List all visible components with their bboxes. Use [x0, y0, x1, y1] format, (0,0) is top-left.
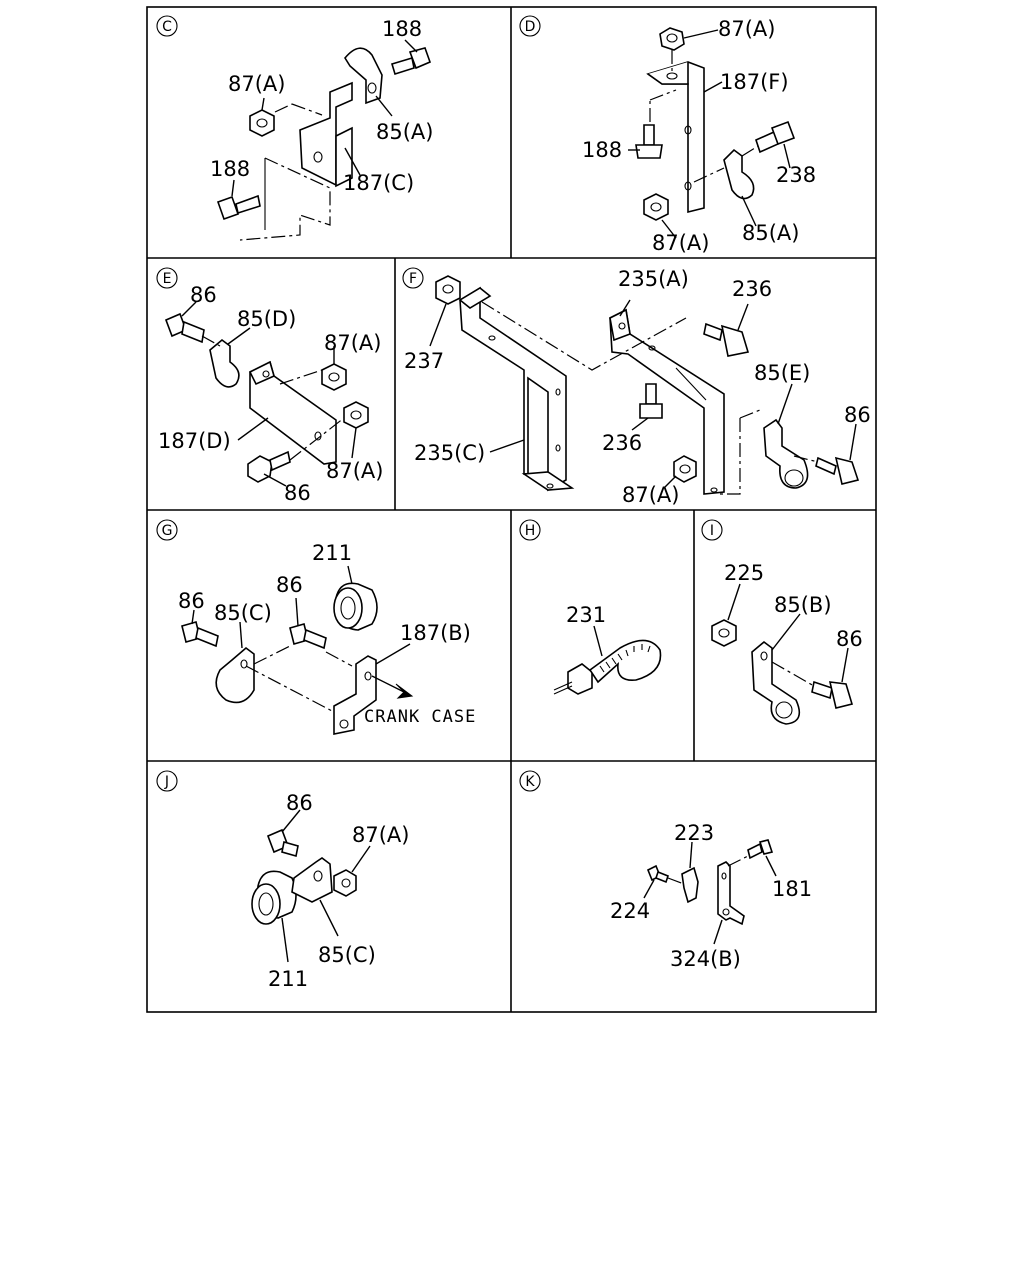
panel-i: I 225 85(B) 86 [701, 519, 863, 725]
panel-g-marker: G [156, 519, 178, 541]
panel-j: J 86 87(A) 85(C) 211 [156, 770, 409, 991]
label-d-85a: 85(A) [742, 221, 799, 245]
panel-f-marker: F [402, 267, 424, 289]
label-j-86: 86 [286, 791, 313, 815]
label-k-324b: 324(B) [670, 947, 741, 971]
panel-i-letter: I [710, 523, 714, 539]
label-e-86-b: 86 [284, 481, 311, 505]
label-g-86: 86 [178, 589, 205, 613]
panel-e: E 86 85(D) 87(A) 187(D) 8 [156, 267, 383, 505]
panel-f: F [402, 267, 871, 507]
panel-g-letter: G [162, 523, 173, 539]
panel-k: K 223 181 224 324(B) [519, 770, 812, 971]
label-j-211: 211 [268, 967, 308, 991]
label-j-85c: 85(C) [318, 943, 376, 967]
panel-g: G 211 86 86 85(C) 18 [156, 519, 476, 735]
panel-i-marker: I [701, 519, 723, 541]
label-f-236b: 236 [602, 431, 642, 455]
panel-d-letter: D [525, 19, 536, 35]
panel-c-marker: C [156, 15, 178, 37]
panel-h: H 231 [519, 519, 662, 695]
label-d-87a-bottom: 87(A) [652, 231, 709, 255]
label-e-87a: 87(A) [324, 331, 381, 355]
panel-k-marker: K [519, 770, 541, 792]
label-c-187c: 187(C) [343, 171, 414, 195]
label-f-236: 236 [732, 277, 772, 301]
label-g-85c: 85(C) [214, 601, 272, 625]
label-i-225: 225 [724, 561, 764, 585]
label-k-181: 181 [772, 877, 812, 901]
label-f-86: 86 [844, 403, 871, 427]
panel-h-letter: H [525, 523, 536, 539]
label-f-235a: 235(A) [618, 267, 689, 291]
label-c-85a: 85(A) [376, 120, 433, 144]
panel-c-letter: C [162, 19, 172, 35]
label-d-188: 188 [582, 138, 622, 162]
panel-e-letter: E [163, 271, 172, 287]
label-i-86: 86 [836, 627, 863, 651]
label-d-238: 238 [776, 163, 816, 187]
label-k-223: 223 [674, 821, 714, 845]
panel-j-letter: J [164, 774, 169, 790]
label-c-188b: 188 [210, 157, 250, 181]
panel-d: D 87(A) 187(F) 188 [519, 15, 816, 255]
label-d-87a: 87(A) [718, 17, 775, 41]
label-d-187f: 187(F) [720, 70, 789, 94]
panel-c: C 188 87(A) 85(A) 188 187(C) [156, 15, 433, 241]
panel-k-letter: K [525, 774, 535, 790]
label-j-87a: 87(A) [352, 823, 409, 847]
label-e-187d: 187(D) [158, 429, 231, 453]
label-f-87a: 87(A) [622, 483, 679, 507]
label-g-187b: 187(B) [400, 621, 471, 645]
panel-grid [146, 6, 877, 1013]
panel-d-marker: D [519, 15, 541, 37]
label-g-211: 211 [312, 541, 352, 565]
panel-e-marker: E [156, 267, 178, 289]
label-g-crank-case: CRANK CASE [364, 707, 476, 727]
label-e-85d: 85(D) [237, 307, 296, 331]
label-f-237: 237 [404, 349, 444, 373]
label-f-85e: 85(E) [754, 361, 810, 385]
label-h-231: 231 [566, 603, 606, 627]
label-e-86: 86 [190, 283, 217, 307]
label-f-235c: 235(C) [414, 441, 485, 465]
label-c-87a: 87(A) [228, 72, 285, 96]
panel-f-letter: F [409, 271, 417, 287]
label-e-87a-b: 87(A) [326, 459, 383, 483]
label-k-224: 224 [610, 899, 650, 923]
label-g-86b: 86 [276, 573, 303, 597]
label-c-188: 188 [382, 17, 422, 41]
label-i-85b: 85(B) [774, 593, 832, 617]
panel-h-marker: H [519, 519, 541, 541]
panel-j-marker: J [156, 770, 178, 792]
